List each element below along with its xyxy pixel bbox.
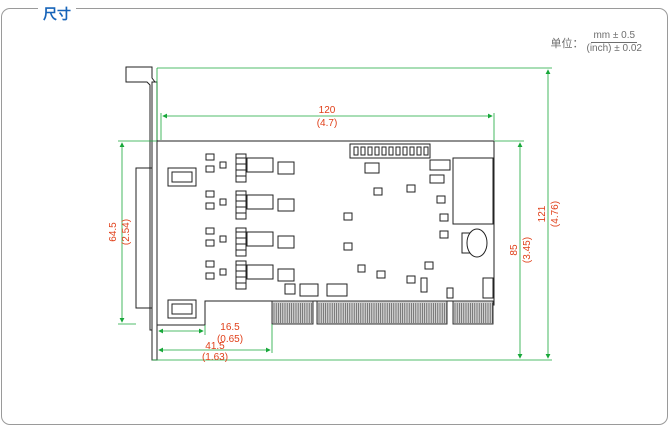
dim-overall-height-inch: (4.76) <box>550 201 561 227</box>
dim-edge-offset-inch: (0.65) <box>217 334 243 345</box>
unit-denominator: (inch) ± 0.02 <box>586 43 642 54</box>
unit-numerator: mm ± 0.5 <box>591 30 638 43</box>
unit-fraction: mm ± 0.5 (inch) ± 0.02 <box>586 30 642 55</box>
components <box>205 143 494 299</box>
edge-connector <box>271 300 494 325</box>
dim-connector-span-mm: 64.5 <box>108 222 119 242</box>
dim-edge-offset-mm: 16.5 <box>220 322 240 333</box>
dim-board-height-mm: 85 <box>509 244 520 256</box>
db-connector <box>135 167 197 319</box>
unit-label: 单位： <box>550 37 584 50</box>
dim-board-height-inch: (3.45) <box>522 237 533 263</box>
section-title: 尺寸 <box>38 7 76 23</box>
section-frame: 尺寸 <box>1 7 668 425</box>
dim-connector-span-inch: (2.54) <box>121 219 132 245</box>
dim-overall-height-mm: 121 <box>537 205 548 222</box>
dim-connector-offset-mm: 41.5 <box>205 341 225 352</box>
dim-length-mm: 120 <box>319 105 336 116</box>
dim-connector-offset-inch: (1.63) <box>202 352 228 363</box>
unit-legend: 单位： mm ± 0.5 (inch) ± 0.02 <box>550 30 642 55</box>
dimension-lines <box>118 67 552 361</box>
dim-length-inch: (4.7) <box>317 118 338 129</box>
